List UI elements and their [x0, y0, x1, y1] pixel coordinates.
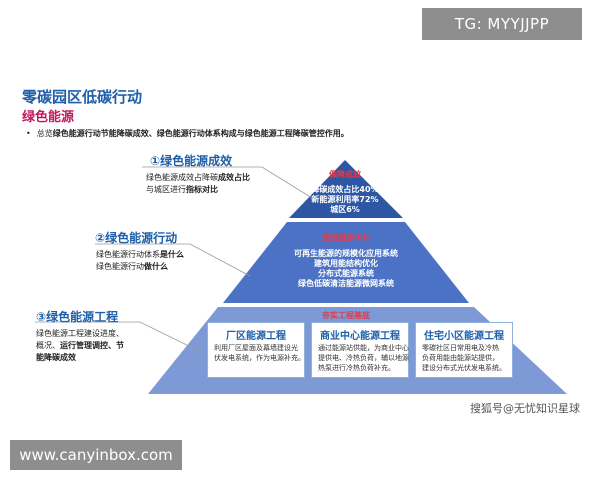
tier-middle-lines: 可再生能源的规模化应用系统 建筑用能结构优化 分布式能源系统 绿色低碳清洁能源微… — [276, 249, 416, 289]
side-desc-2-line-2: 绿色能源行动做什么 — [96, 262, 168, 271]
side-desc-1: 绿色能源成效占降碳成效占比 与城区进行指标对比 — [146, 172, 250, 196]
side-label-2: ②绿色能源行动 — [95, 231, 178, 245]
side-label-3: ③绿色能源工程 — [36, 310, 119, 324]
side-label-1: ①绿色能源成效 — [150, 154, 233, 168]
tier-middle-title: 连通能源体系 — [322, 233, 370, 242]
tier-top-line-2: 新能源利用率72% — [311, 195, 379, 204]
side-desc-1-line-2: 与城区进行指标对比 — [146, 185, 218, 194]
summary-line: • 总览绿色能源行动节能降碳成效、绿色能源行动体系构成与绿色能源工程降碳管控作用。 — [26, 128, 349, 139]
side-desc-2-line-1: 绿色能源行动体系是什么 — [96, 250, 184, 259]
side-desc-3-line-2: 概况、运行管理调控、节 — [36, 341, 124, 350]
pyramid-tier-middle — [223, 222, 469, 303]
summary-prefix: 总览 — [36, 129, 53, 138]
card-commercial-body: 通过能源站供能，为商业中心 提供电、冷热负荷，辅以地源 热泵进行冷热负荷补充。 — [318, 344, 409, 372]
connector-2 — [95, 243, 251, 277]
summary-bullet: • — [26, 129, 31, 138]
tier-bottom-title: 夯实工程基底 — [322, 311, 370, 320]
connector-1 — [142, 166, 313, 199]
tier-middle-line-1: 可再生能源的规模化应用系统 — [294, 249, 398, 258]
card-factory-body: 利用厂区屋面及幕墙建设光 伏发电系统，作为电源补充。 — [214, 344, 305, 362]
tier-top-lines: 降碳成效占比40% 新能源利用率72% 城区6% — [300, 185, 390, 215]
page-title: 零碳园区低碳行动 — [22, 88, 143, 106]
summary-bold: 绿色能源行动节能降碳成效、绿色能源行动体系构成与绿色能源工程降碳管控作用。 — [52, 129, 349, 138]
tier-middle-line-3: 分布式能源系统 — [318, 269, 374, 278]
side-desc-3-line-1: 绿色能源工程建设进度、 — [36, 329, 124, 338]
tier-middle-line-4: 绿色低碳清洁能源微网系统 — [298, 279, 394, 288]
url-overlay: www.canyinbox.com — [10, 440, 182, 470]
pyramid-tier-top — [289, 160, 403, 218]
tier-top-line-1: 降碳成效占比40% — [311, 185, 379, 194]
tag-overlay: TG: MYYJJPP — [422, 8, 582, 40]
card-factory-title: 厂区能源工程 — [226, 331, 286, 342]
card-commercial: 商业中心能源工程 通过能源站供能，为商业中心 提供电、冷热负荷，辅以地源 热泵进… — [311, 322, 409, 378]
section-subtitle: 绿色能源 — [22, 110, 75, 125]
side-desc-3-line-3: 能降碳成效 — [36, 353, 76, 362]
tier-top-line-3: 城区6% — [330, 205, 360, 214]
side-desc-1-line-1: 绿色能源成效占降碳成效占比 — [146, 173, 250, 182]
card-factory: 厂区能源工程 利用厂区屋面及幕墙建设光 伏发电系统，作为电源补充。 — [207, 322, 305, 378]
connector-3 — [35, 321, 206, 355]
card-residential-body: 零碳社区日常用电及冷热 负荷用能由能源站提供， 建设分布式光伏发电系统。 — [422, 344, 506, 372]
watermark-text: 搜狐号@无忧知识星球 — [470, 402, 580, 415]
tier-top-vs: VS — [394, 196, 405, 204]
card-commercial-title: 商业中心能源工程 — [320, 331, 400, 342]
tier-top-title: 保障成效 — [329, 170, 361, 179]
tier-middle-line-2: 建筑用能结构优化 — [314, 259, 378, 268]
side-desc-2: 绿色能源行动体系是什么 绿色能源行动做什么 — [96, 249, 184, 273]
card-residential: 住宅小区能源工程 零碳社区日常用电及冷热 负荷用能由能源站提供， 建设分布式光伏… — [415, 322, 513, 378]
card-residential-title: 住宅小区能源工程 — [424, 331, 504, 342]
side-desc-3: 绿色能源工程建设进度、 概况、运行管理调控、节 能降碳成效 — [36, 328, 124, 364]
